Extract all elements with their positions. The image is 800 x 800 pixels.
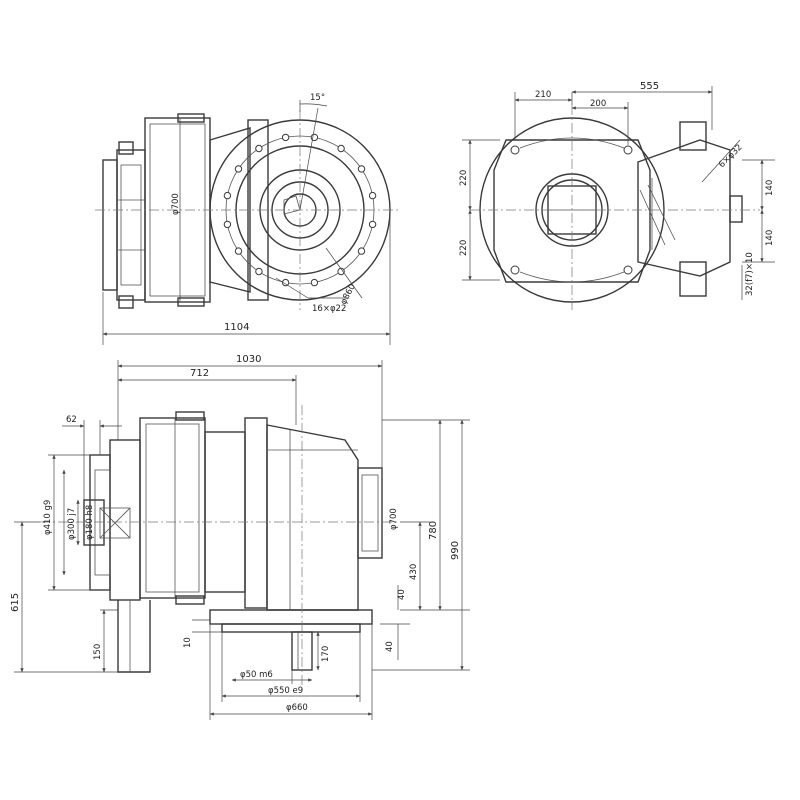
dim-140-a-label: 140 bbox=[765, 180, 775, 196]
dia-660-label: φ660 bbox=[286, 703, 308, 713]
dia-shaft-label: φ180 h8 bbox=[85, 505, 95, 540]
dim-140-b-label: 140 bbox=[765, 230, 775, 246]
flange-hole bbox=[223, 220, 232, 229]
angle-label: 15° bbox=[310, 93, 325, 103]
elev-output-flange bbox=[357, 467, 383, 559]
dim-555-label: 555 bbox=[640, 81, 659, 92]
dia-550-label: φ550 e9 bbox=[268, 686, 303, 696]
flange-hole bbox=[255, 267, 263, 276]
key-label: 32(f7)×10 bbox=[745, 252, 755, 296]
corner-bolt bbox=[510, 145, 520, 155]
output-shaft-end bbox=[729, 195, 743, 223]
elev-planetary-housing bbox=[139, 417, 206, 599]
support-leg bbox=[117, 600, 151, 673]
front-view: 15° φ700 φ860 16×φ22 1104 bbox=[95, 93, 400, 345]
dim-210-label: 210 bbox=[535, 90, 551, 100]
side-view: 210 200 555 6×φ32 220 220 140 140 32(f7)… bbox=[459, 81, 775, 310]
length-1104-label: 1104 bbox=[224, 322, 249, 333]
flange-hole bbox=[337, 144, 345, 153]
len-1030-label: 1030 bbox=[236, 354, 261, 365]
len-712-label: 712 bbox=[190, 368, 209, 379]
flange-hole bbox=[357, 247, 366, 255]
housing-neck bbox=[209, 127, 251, 293]
h-40-a-label: 40 bbox=[397, 589, 407, 600]
flange-hole bbox=[234, 165, 243, 173]
dim-200-label: 200 bbox=[590, 99, 606, 109]
dim-62-label: 62 bbox=[66, 415, 77, 425]
h-170-label: 170 bbox=[321, 646, 331, 662]
dim-220-bottom-label: 220 bbox=[459, 240, 469, 256]
h-780-label: 780 bbox=[428, 521, 439, 540]
flange-holes bbox=[223, 133, 377, 287]
base-plate bbox=[209, 609, 373, 625]
dia-50-label: φ50 m6 bbox=[240, 670, 273, 680]
h-40-b-label: 40 bbox=[385, 641, 395, 652]
dia-410-label: φ410 g9 bbox=[43, 500, 53, 535]
flange-hole bbox=[223, 191, 232, 200]
flange-hole bbox=[310, 278, 319, 287]
dia-700-label: φ700 bbox=[171, 193, 181, 215]
corner-bolt bbox=[623, 265, 633, 275]
h-150-label: 150 bbox=[93, 644, 103, 660]
elevation-view: 1030 712 62 φ410 g9 φ300 j7 φ180 h8 615 … bbox=[10, 354, 470, 720]
h-430-label: 430 bbox=[409, 564, 419, 580]
corner-bolts bbox=[510, 145, 633, 275]
h-10-label: 10 bbox=[183, 637, 193, 648]
input-flange-outer bbox=[102, 159, 118, 291]
flange-hole bbox=[357, 165, 366, 173]
elev-input-shaft bbox=[83, 499, 105, 546]
dia-860-label: φ860 bbox=[339, 282, 358, 306]
flange-hole bbox=[281, 133, 290, 142]
h-990-label: 990 bbox=[450, 541, 461, 560]
flange-hole bbox=[337, 267, 345, 276]
motor-mount bbox=[637, 139, 731, 277]
dia-300-label: φ300 j7 bbox=[67, 508, 77, 540]
holes-label: 16×φ22 bbox=[312, 304, 346, 314]
dim-220-top-label: 220 bbox=[459, 170, 469, 186]
h-615-label: 615 bbox=[10, 593, 21, 612]
flange-hole bbox=[281, 278, 290, 287]
flange-hole bbox=[255, 144, 263, 153]
bevel-housing bbox=[266, 424, 359, 611]
corner-bolt bbox=[510, 265, 520, 275]
corner-bolt bbox=[623, 145, 633, 155]
flange-hole bbox=[368, 220, 377, 229]
elev-dia-700-label: φ700 bbox=[389, 508, 399, 530]
flange-hole bbox=[234, 247, 243, 255]
flange-hole bbox=[368, 191, 377, 200]
